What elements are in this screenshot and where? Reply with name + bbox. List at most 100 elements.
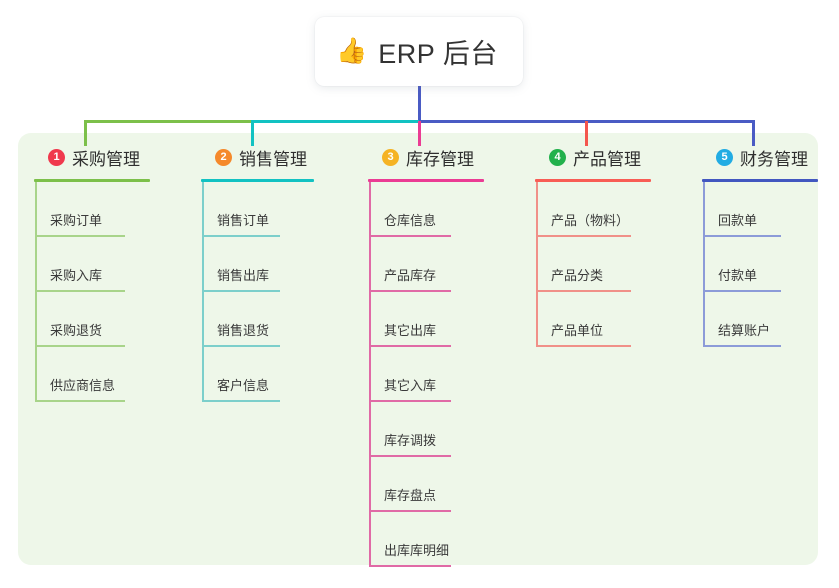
column-header-3[interactable]: 3 库存管理 — [364, 144, 484, 170]
leaf-item[interactable]: 库存盘点 — [364, 457, 484, 512]
leaf-item[interactable]: 产品（物料） — [531, 182, 651, 237]
column-title-1: 采购管理 — [72, 149, 140, 169]
leaf-item-label: 回款单 — [718, 213, 758, 228]
column-header-1[interactable]: 1 采购管理 — [30, 144, 150, 170]
leaf-item-rule — [703, 290, 781, 292]
column-rule-4 — [535, 179, 651, 182]
column-badge-1: 1 — [48, 148, 65, 166]
leaf-item-label: 产品单位 — [551, 323, 604, 338]
leaf-item-rule — [369, 455, 451, 457]
leaf-item[interactable]: 销售退货 — [197, 292, 314, 347]
leaf-item-rule — [369, 235, 451, 237]
leaf-item-rule — [703, 345, 781, 347]
column-spine-1 — [35, 182, 37, 402]
column-items-1: 采购订单采购入库采购退货供应商信息 — [30, 182, 150, 402]
leaf-item-label: 客户信息 — [217, 378, 270, 393]
column-header-4[interactable]: 4 产品管理 — [531, 144, 651, 170]
leaf-item-label: 产品库存 — [384, 268, 437, 283]
column-spine-3 — [369, 182, 371, 567]
leaf-item-label: 其它入库 — [384, 378, 437, 393]
column-badge-3: 3 — [382, 148, 399, 166]
leaf-item-rule — [202, 345, 280, 347]
column-spine-4 — [536, 182, 538, 347]
column-items-5: 回款单付款单结算账户 — [698, 182, 818, 347]
leaf-item-rule — [369, 345, 451, 347]
leaf-item-rule — [202, 400, 280, 402]
leaf-item[interactable]: 结算账户 — [698, 292, 818, 347]
leaf-item[interactable]: 采购退货 — [30, 292, 150, 347]
column-items-4: 产品（物料） 产品分类产品单位 — [531, 182, 651, 347]
leaf-item[interactable]: 出库库明细 — [364, 512, 484, 567]
column-title-3: 库存管理 — [406, 149, 474, 169]
leaf-item-rule — [202, 235, 280, 237]
leaf-item-rule — [536, 290, 631, 292]
leaf-item-rule — [369, 400, 451, 402]
column-1: 1 采购管理采购订单采购入库采购退货供应商信息 — [30, 144, 150, 402]
leaf-item-label: 采购退货 — [50, 323, 103, 338]
leaf-item-rule — [369, 510, 451, 512]
leaf-item[interactable]: 产品库存 — [364, 237, 484, 292]
column-rule-5 — [702, 179, 818, 182]
column-title-2: 销售管理 — [239, 149, 307, 169]
leaf-item-label: 库存盘点 — [384, 488, 437, 503]
root-node-label: ERP 后台 — [378, 39, 498, 69]
column-badge-5: 5 — [716, 148, 733, 166]
leaf-item-label: 销售退货 — [217, 323, 270, 338]
leaf-item[interactable]: 产品分类 — [531, 237, 651, 292]
leaf-item-label: 销售订单 — [217, 213, 270, 228]
root-node[interactable]: 👍 ERP 后台 — [315, 17, 523, 86]
leaf-item-rule — [703, 235, 781, 237]
column-4: 4 产品管理产品（物料） 产品分类产品单位 — [531, 144, 651, 347]
leaf-item[interactable]: 其它出库 — [364, 292, 484, 347]
leaf-item[interactable]: 库存调拨 — [364, 402, 484, 457]
leaf-item[interactable]: 销售订单 — [197, 182, 314, 237]
leaf-item[interactable]: 付款单 — [698, 237, 818, 292]
leaf-item[interactable]: 其它入库 — [364, 347, 484, 402]
leaf-item-label: 出库库明细 — [384, 543, 450, 558]
column-rule-2 — [201, 179, 314, 182]
leaf-item-label: 仓库信息 — [384, 213, 437, 228]
leaf-item[interactable]: 客户信息 — [197, 347, 314, 402]
leaf-item-label: 采购订单 — [50, 213, 103, 228]
leaf-item-rule — [536, 345, 631, 347]
leaf-item[interactable]: 采购入库 — [30, 237, 150, 292]
column-badge-4: 4 — [549, 148, 566, 166]
leaf-item-label: 产品分类 — [551, 268, 604, 283]
diagram-panel — [18, 133, 818, 565]
column-spine-5 — [703, 182, 705, 347]
column-spine-2 — [202, 182, 204, 402]
leaf-item-rule — [536, 235, 631, 237]
column-5: 5 财务管理回款单付款单结算账户 — [698, 144, 818, 347]
leaf-item-rule — [369, 290, 451, 292]
leaf-item-rule — [202, 290, 280, 292]
leaf-item[interactable]: 仓库信息 — [364, 182, 484, 237]
leaf-item-rule — [35, 290, 125, 292]
column-items-3: 仓库信息产品库存其它出库其它入库库存调拨库存盘点出库库明细 — [364, 182, 484, 567]
leaf-item-label: 供应商信息 — [50, 378, 116, 393]
leaf-item-label: 采购入库 — [50, 268, 103, 283]
column-rule-1 — [34, 179, 150, 182]
leaf-item-label: 库存调拨 — [384, 433, 437, 448]
column-items-2: 销售订单销售出库销售退货客户信息 — [197, 182, 314, 402]
leaf-item-rule — [369, 565, 451, 567]
leaf-item[interactable]: 回款单 — [698, 182, 818, 237]
leaf-item-label: 付款单 — [718, 268, 758, 283]
leaf-item[interactable]: 销售出库 — [197, 237, 314, 292]
thumbs-up-icon: 👍 — [336, 37, 368, 65]
leaf-item-rule — [35, 345, 125, 347]
leaf-item[interactable]: 产品单位 — [531, 292, 651, 347]
leaf-item[interactable]: 采购订单 — [30, 182, 150, 237]
column-title-5: 财务管理 — [740, 149, 808, 169]
leaf-item-label: 产品（物料） — [551, 213, 630, 228]
root-node-content: 👍 ERP 后台 — [336, 32, 498, 71]
leaf-item[interactable]: 供应商信息 — [30, 347, 150, 402]
column-header-5[interactable]: 5 财务管理 — [698, 144, 818, 170]
leaf-item-rule — [35, 235, 125, 237]
leaf-item-rule — [35, 400, 125, 402]
column-rule-3 — [368, 179, 484, 182]
column-title-4: 产品管理 — [573, 149, 641, 169]
